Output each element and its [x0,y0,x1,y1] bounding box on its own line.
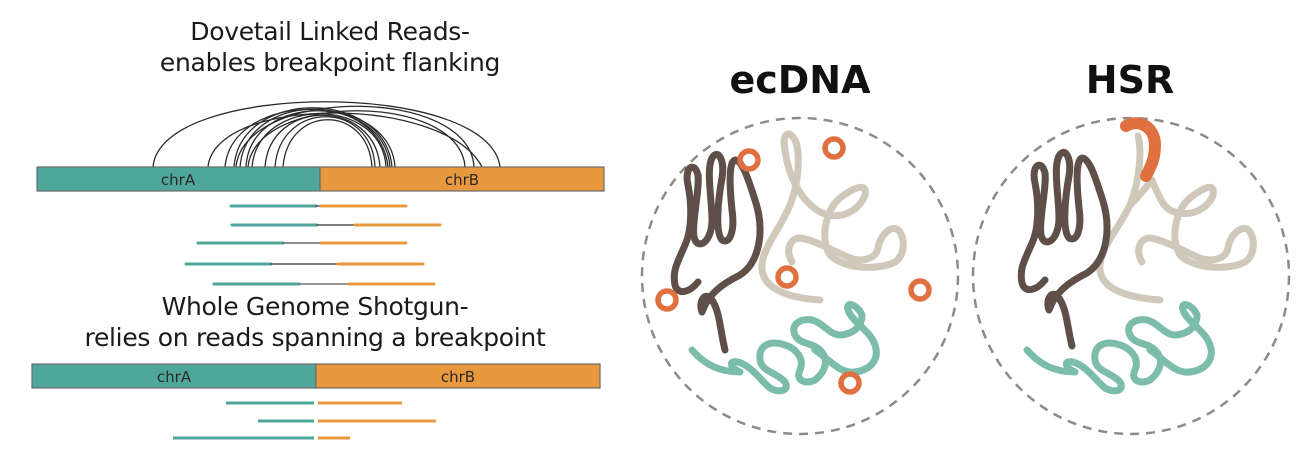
arc [251,113,387,168]
green-chromatin [1023,301,1215,395]
dark-chromatin [1017,148,1111,350]
arc [282,119,373,168]
nucleus-border [640,116,960,436]
hsr-title: HSR [1085,58,1175,102]
wgs-caption: Whole Genome Shotgun- relies on reads sp… [20,291,610,353]
light-chromatin [1096,132,1257,304]
linked-reads-chromosome-bar: chrA chrB [36,166,605,192]
arc [152,101,501,168]
linked-reads-caption-line2: enables breakpoint flanking [159,48,501,77]
wgs-chromosome-bar: chrA chrB [31,363,601,389]
green-chromatin [688,301,880,395]
chrB-segment [315,363,601,389]
chrB-label: chrB [445,171,479,189]
linked-read-pairs [184,204,442,286]
hsr-amplified-segment [1120,117,1162,182]
ecdna-circle [822,136,846,160]
arc [245,110,391,168]
chrB-segment [319,166,605,192]
chrA-segment [31,363,317,389]
dark-chromatin [670,150,764,354]
chrB-label: chrB [441,368,475,386]
ecdna-circle [838,371,862,395]
chrA-label: chrA [157,368,192,386]
arc [274,116,376,168]
ecdna-circle [737,148,761,172]
wgs-caption-line2: relies on reads spanning a breakpoint [84,323,546,352]
linked-read-arcs [152,101,501,168]
ecdna-circle [908,278,932,302]
arc [207,112,483,168]
chrA-label: chrA [161,171,196,189]
linked-reads-caption-line1: Dovetail Linked Reads- [190,17,470,46]
linked-reads-caption: Dovetail Linked Reads- enables breakpoin… [60,16,600,78]
arc [233,107,393,168]
ecdna-circle [655,288,679,312]
arc [247,110,466,168]
wgs-reads [173,401,436,440]
wgs-caption-line1: Whole Genome Shotgun- [161,292,469,321]
hsr-nucleus [971,116,1291,436]
ecdna-title: ecDNA [729,58,871,102]
light-chromatin [758,130,907,304]
ecdna-nucleus [640,116,960,436]
ecdna-circle [775,265,799,289]
arc [264,114,381,168]
arc [235,105,475,168]
